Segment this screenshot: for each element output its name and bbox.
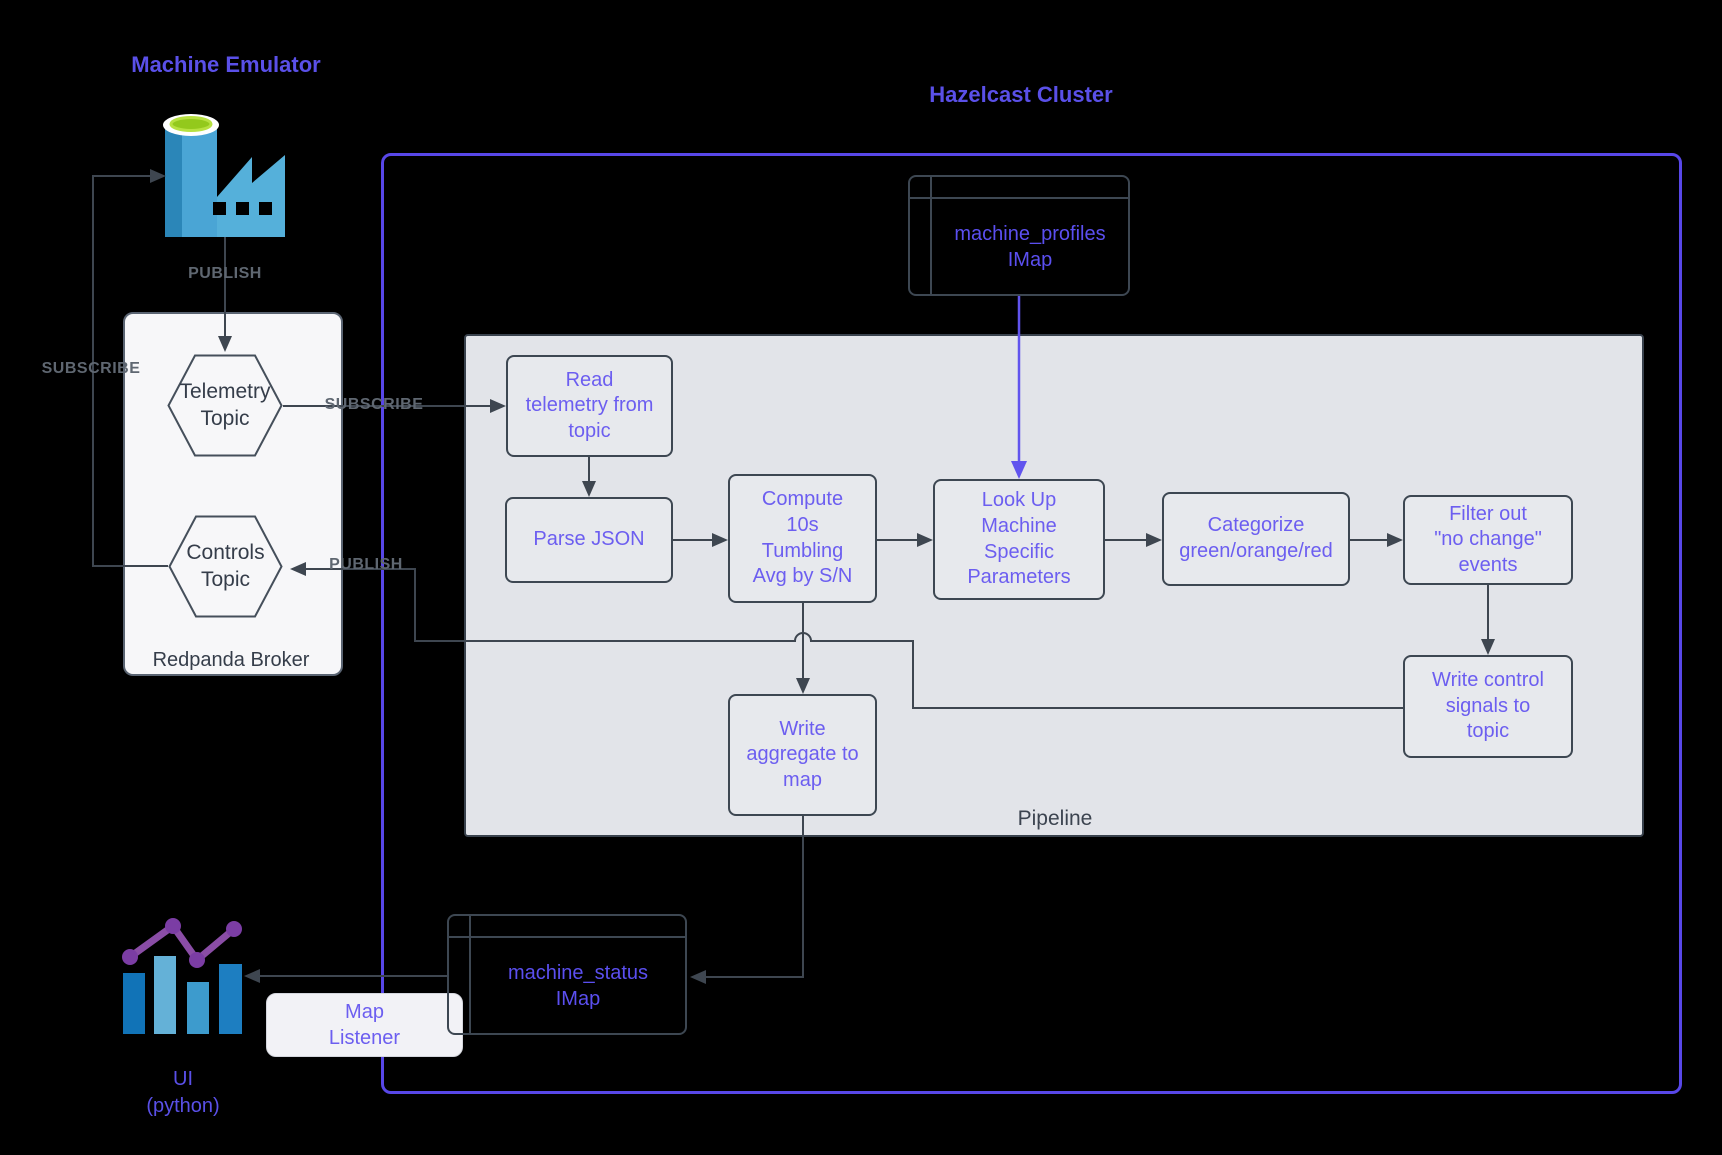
- telemetry-topic-label: Telemetry Topic: [179, 380, 271, 430]
- imap-side-line: [469, 916, 471, 1033]
- pipeline-label: Pipeline: [1017, 807, 1093, 830]
- telemetry-topic-node: Telemetry Topic: [167, 354, 283, 457]
- publish-label-mid: PUBLISH: [329, 556, 403, 573]
- redpanda-broker-label: Redpanda Broker: [152, 649, 310, 671]
- machine-profiles-label: machine_profiles IMap: [954, 222, 1106, 271]
- hexagon-shape: [168, 515, 283, 618]
- subscribe-label-mid: SUBSCRIBE: [324, 396, 424, 413]
- parse-json-node: Parse JSON: [505, 497, 673, 583]
- write-aggregate-node: Write aggregate to map: [728, 694, 877, 816]
- imap-header-line: [449, 936, 685, 938]
- map-listener-box: Map Listener: [266, 993, 463, 1057]
- subscribe-label-left: SUBSCRIBE: [41, 360, 141, 377]
- filter-events-node: Filter out "no change" events: [1403, 495, 1573, 585]
- write-control-node: Write control signals to topic: [1403, 655, 1573, 758]
- hexagon-shape: [167, 354, 283, 457]
- bar-chart-icon: [122, 918, 242, 1034]
- publish-label-factory: PUBLISH: [188, 265, 262, 282]
- controls-topic-node: Controls Topic: [168, 515, 283, 618]
- read-telemetry-node: Read telemetry from topic: [506, 355, 673, 457]
- machine-status-imap: machine_status IMap: [447, 914, 687, 1035]
- machine-status-label: machine_status IMap: [507, 961, 649, 1010]
- lookup-params-node: Look Up Machine Specific Parameters: [933, 479, 1105, 600]
- ui-python-label: UI (python): [146, 1068, 220, 1117]
- compute-avg-node: Compute 10s Tumbling Avg by S/N: [728, 474, 877, 603]
- machine-emulator-title: Machine Emulator: [131, 52, 321, 77]
- controls-topic-label: Controls Topic: [186, 541, 265, 591]
- machine-profiles-imap: machine_profiles IMap: [908, 175, 1130, 296]
- imap-header-line: [910, 197, 1128, 199]
- hazelcast-cluster-title: Hazelcast Cluster: [929, 82, 1113, 107]
- imap-side-line: [930, 177, 932, 294]
- factory-icon: [163, 114, 285, 237]
- categorize-node: Categorize green/orange/red: [1162, 492, 1350, 586]
